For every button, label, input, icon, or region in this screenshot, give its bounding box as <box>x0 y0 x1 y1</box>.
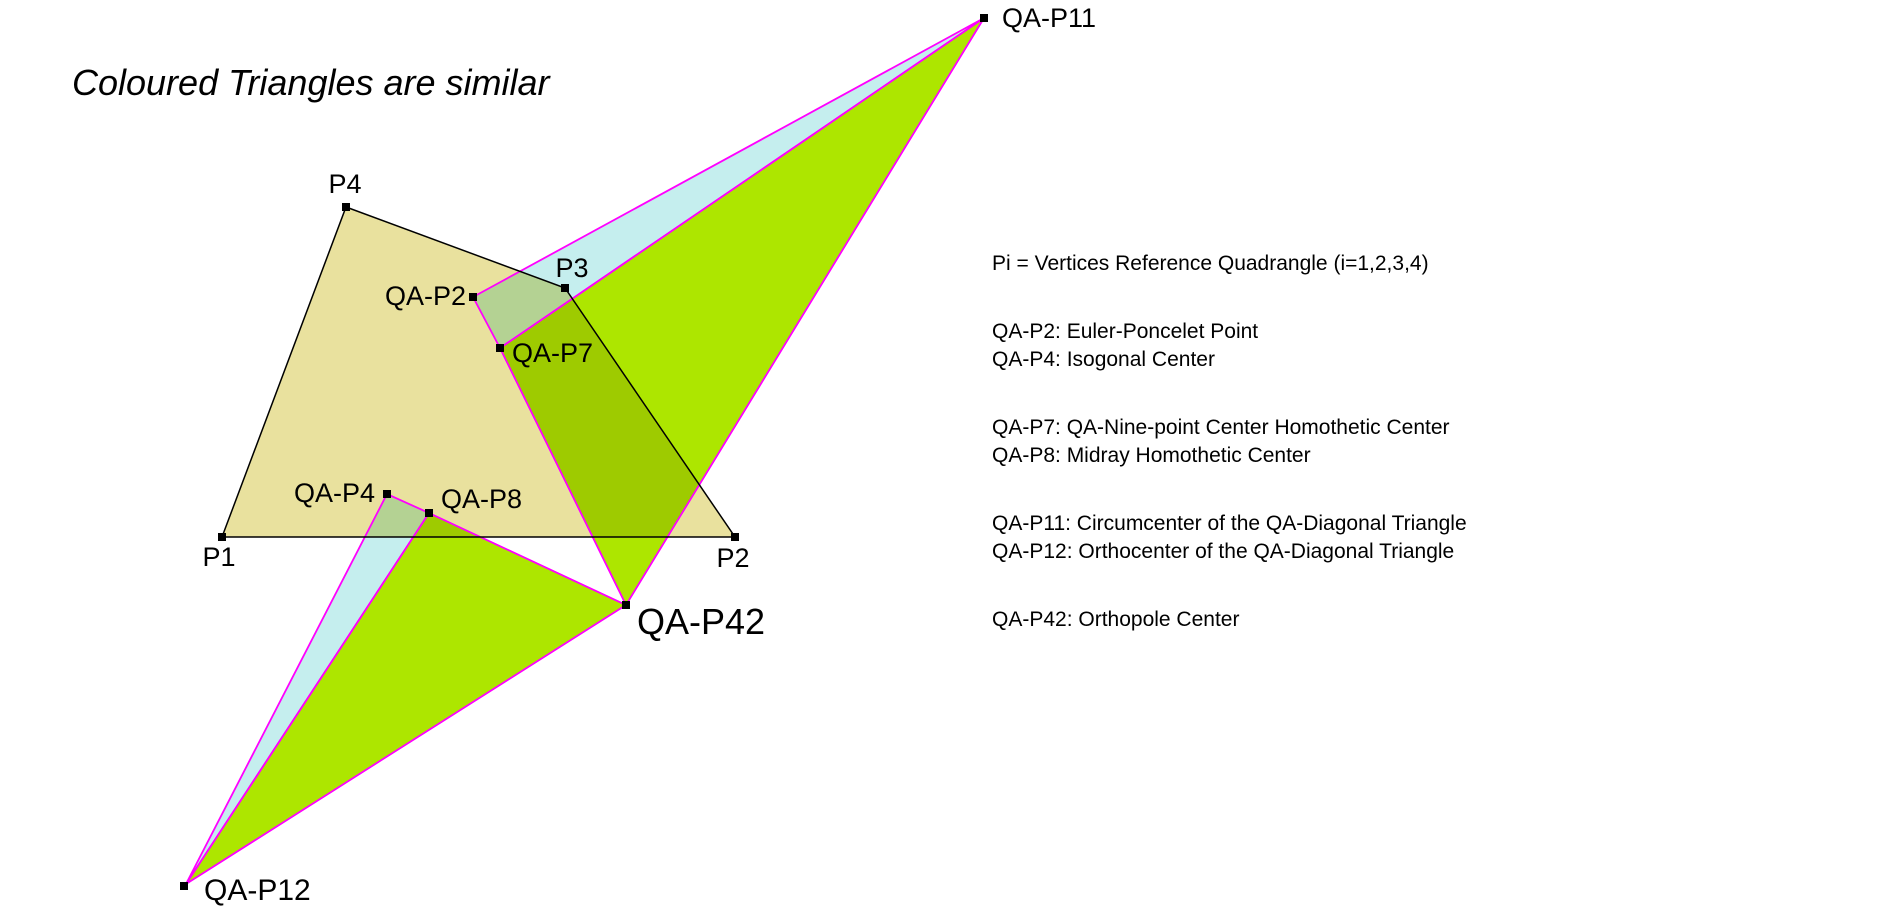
legend-group-p7-p8: QA-P7: QA-Nine-point Center Homothetic C… <box>992 414 1467 470</box>
legend-group-p42: QA-P42: Orthopole Center <box>992 606 1467 634</box>
point-label-qap7: QA-P7 <box>512 338 593 368</box>
point-label-p1: P1 <box>202 542 235 572</box>
legend-group-p2-p4: QA-P2: Euler-Poncelet Point QA-P4: Isogo… <box>992 318 1467 374</box>
point-label-qap42: QA-P42 <box>637 601 765 642</box>
point-label-qap8: QA-P8 <box>441 484 522 514</box>
legend-line: QA-P2: Euler-Poncelet Point <box>992 320 1259 343</box>
point-label-p2: P2 <box>716 543 749 573</box>
point-marker-qap8[interactable] <box>425 509 433 517</box>
legend-line: Pi = Vertices Reference Quadrangle (i=1,… <box>992 252 1429 275</box>
point-marker-qap42[interactable] <box>622 601 630 609</box>
legend-line: QA-P4: Isogonal Center <box>992 348 1215 371</box>
cyan-triangle-lower <box>186 494 429 884</box>
legend-line: QA-P12: Orthocenter of the QA-Diagonal T… <box>992 540 1455 563</box>
point-marker-qap12[interactable] <box>180 882 188 890</box>
legend-line: QA-P7: QA-Nine-point Center Homothetic C… <box>992 416 1450 439</box>
green-triangle-upper-outline <box>498 17 985 607</box>
legend-line: QA-P42: Orthopole Center <box>992 608 1240 631</box>
point-label-qap11: QA-P11 <box>1002 3 1096 33</box>
legend-line: QA-P11: Circumcenter of the QA-Diagonal … <box>992 512 1467 535</box>
point-marker-qap11[interactable] <box>980 14 988 22</box>
point-marker-p4[interactable] <box>342 203 350 211</box>
point-label-qap12: QA-P12 <box>204 874 311 907</box>
green-triangle-lower-outline <box>185 511 628 885</box>
legend-group-reference: Pi = Vertices Reference Quadrangle (i=1,… <box>992 250 1467 278</box>
point-marker-qap2[interactable] <box>469 293 477 301</box>
legend-group-p11-p12: QA-P11: Circumcenter of the QA-Diagonal … <box>992 510 1467 566</box>
point-label-p4: P4 <box>328 169 361 199</box>
point-marker-p2[interactable] <box>731 533 739 541</box>
legend: Pi = Vertices Reference Quadrangle (i=1,… <box>992 250 1467 674</box>
point-marker-qap7[interactable] <box>496 344 504 352</box>
point-label-qap2: QA-P2 <box>385 281 466 311</box>
point-label-qap4: QA-P4 <box>294 478 375 508</box>
point-label-p3: P3 <box>555 253 588 283</box>
legend-line: QA-P8: Midray Homothetic Center <box>992 444 1311 467</box>
cyan-triangle-upper <box>473 18 984 348</box>
diagram-title: Coloured Triangles are similar <box>72 62 550 103</box>
point-marker-p1[interactable] <box>218 533 226 541</box>
point-marker-qap4[interactable] <box>383 490 391 498</box>
green-triangle-lower <box>186 513 626 884</box>
green-triangle-upper <box>500 18 984 605</box>
point-marker-p3[interactable] <box>561 284 569 292</box>
